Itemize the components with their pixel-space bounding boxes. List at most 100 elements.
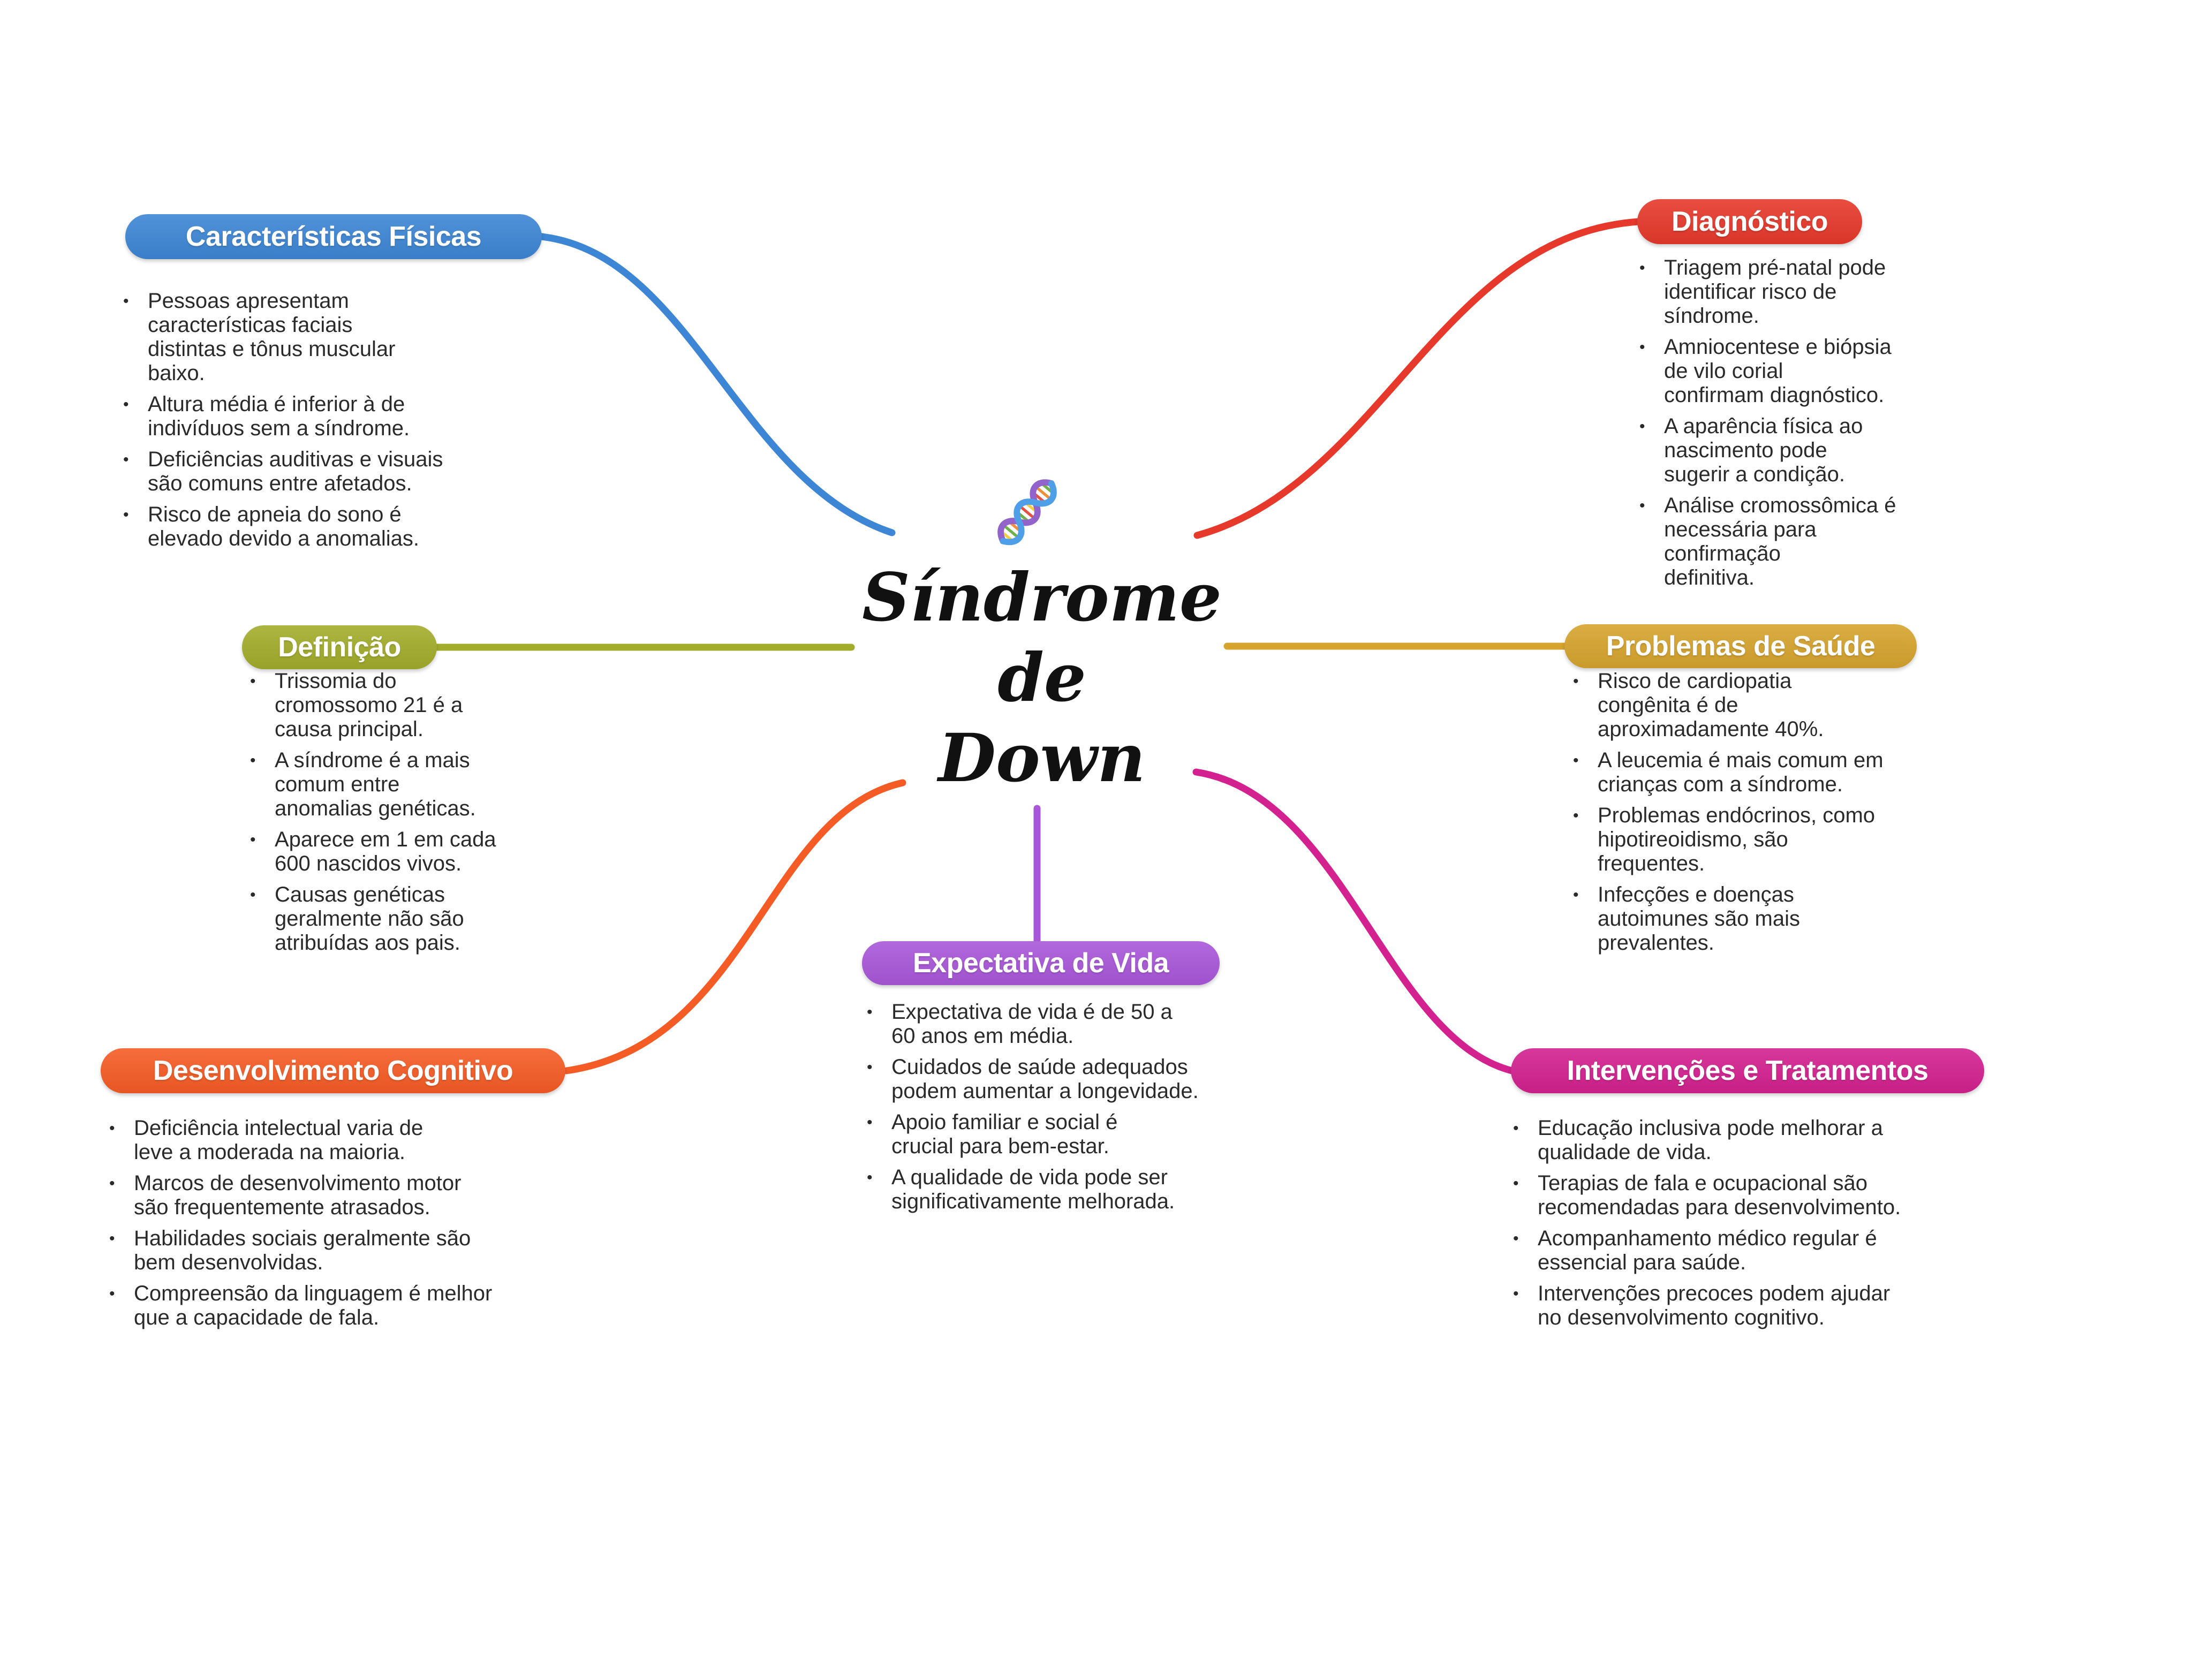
bullet-dot: • [867,1003,873,1021]
bullet-item: • A aparência física ao nascimento pode s… [1637,414,1969,487]
bullet-list: • Pessoas apresentam características faci… [121,289,528,558]
bullet-text: Infecções e doenças autoimunes são mais … [1598,883,1800,955]
bullet-item: •Infecções e doenças autoimunes são mais… [1571,883,1978,955]
branch-header-diagnostico: Diagnóstico [1637,199,1862,244]
bullet-item: • Expectativa de vida é de 50 a 60 anos e… [865,1000,1282,1048]
bullet-text: A leucemia é mais comum em crianças com … [1598,748,1884,796]
branch-header-definicao: Definição [242,625,437,669]
dna-rung [1018,504,1037,520]
branch-header-desenvolvimento-cognitivo: Desenvolvimento Cognitivo [101,1048,565,1093]
bullet-dot: • [1639,338,1645,356]
branch-header-problemas-de-saude: Problemas de Saúde [1564,624,1917,668]
bullet-list: • Expectativa de vida é de 50 a 60 anos e… [865,1000,1282,1221]
bullet-item: •Amniocentese e biópsia de vilo corial c… [1637,335,1969,407]
dna-rung [1002,524,1020,540]
dna-rung [1034,485,1053,501]
connector-caracteristicas-fisicas [538,233,896,536]
bullet-dot: • [1513,1285,1519,1303]
bullet-item: • Apoio familiar e social é crucial para … [865,1110,1282,1159]
bullet-dot: • [1639,497,1645,514]
bullet-text: Acompanhamento médico regular é essencia… [1538,1227,1877,1274]
dna-rung [1033,493,1045,503]
branch-header-expectativa-de-vida: Expectativa de Vida [862,941,1220,985]
bullet-item: • A qualidade de vida pode ser significat… [865,1166,1282,1214]
bullet-item: • Problemas endócrinos, como hipotireoidi… [1571,804,1978,876]
bullet-item: • Risco de cardiopatia congênita é de apr… [1571,669,1978,741]
bullet-dot: • [109,1230,115,1247]
bullet-dot: • [123,451,129,468]
bullet-item: • Risco de apneia do sono é elevado devid… [121,503,528,551]
bullet-dot: • [123,396,129,413]
bullet-text: Risco de cardiopatia congênita é de apro… [1598,669,1824,741]
bullet-text: Problemas endócrinos, como hipotireoidis… [1598,804,1876,875]
branch-label: Características Físicas [185,221,482,252]
bullet-text: Deficiência intelectual varia de leve a … [134,1116,424,1164]
connector-diagnostico [1193,218,1642,539]
branch-label: Expectativa de Vida [913,948,1169,979]
branch-header-intervencoes-e-tratamentos: Intervenções e Tratamentos [1511,1048,1984,1093]
connector-intervencoes-e-tratamentos [1192,768,1516,1074]
bullet-text: Causas genéticas geralmente não são atri… [275,883,464,955]
bullet-dot: • [1573,807,1579,824]
bullet-dot: • [109,1285,115,1303]
bullet-text: A aparência física ao nascimento pode su… [1664,414,1863,486]
bullet-item: • Altura média é inferior à de indivíduos… [121,392,528,441]
bullet-text: Risco de apneia do sono é elevado devido… [148,503,420,550]
dna-rung [1041,483,1053,494]
bullet-item: • Deficiência intelectual varia de leve a… [107,1116,632,1164]
bullet-dot: • [250,886,256,904]
bullet-item: • A síndrome é a mais comum entre anomali… [248,748,569,821]
bullet-item: • Habilidades sociais geralmente são bem … [107,1227,632,1275]
dna-strand-purple [997,479,1055,544]
bullet-item: • A leucemia é mais comum em crianças com… [1571,748,1978,797]
bullet-text: A qualidade de vida pode ser significati… [891,1166,1175,1213]
connector-desenvolvimento-cognitivo [563,779,906,1074]
bullet-text: Habilidades sociais geralmente são bem d… [134,1227,471,1274]
bullet-text: Apoio familiar e social é crucial para b… [891,1110,1118,1158]
bullet-list: • Deficiência intelectual varia de leve a… [107,1116,632,1337]
branch-label: Desenvolvimento Cognitivo [153,1055,513,1086]
bullet-dot: • [109,1119,115,1137]
branch-label: Intervenções e Tratamentos [1567,1055,1929,1086]
branch-label: Definição [278,632,401,663]
center-title-line: Síndrome [862,559,1222,637]
bullet-text: Pessoas apresentam características facia… [148,289,396,385]
bullet-item: •Cuidados de saúde adequados podem aumen… [865,1055,1282,1103]
bullet-dot: • [250,831,256,849]
bullet-list: •Triagem pré-natal pode identificar risc… [1637,256,1969,597]
center-title: Síndrome de Down [854,558,1229,799]
bullet-dot: • [1573,672,1579,690]
bullet-dot: • [250,752,256,769]
bullet-text: Trissomia do cromossomo 21 é a causa pri… [275,669,463,741]
bullet-dot: • [1513,1175,1519,1192]
bullet-text: Educação inclusiva pode melhorar a quali… [1538,1116,1883,1164]
bullet-list: • Risco de cardiopatia congênita é de apr… [1571,669,1978,962]
bullet-dot: • [123,292,129,310]
bullet-text: A síndrome é a mais comum entre anomalia… [275,748,476,820]
bullet-item: • Causas genéticas geralmente não são atr… [248,883,569,955]
bullet-dot: • [867,1169,873,1186]
bullet-item: • Trissomia do cromossomo 21 é a causa pr… [248,669,569,741]
bullet-dot: • [1639,418,1645,435]
bullet-dot: • [109,1175,115,1192]
bullet-text: Análise cromossômica é necessária para c… [1664,494,1896,589]
bullet-text: Compreensão da linguagem é melhor que a … [134,1282,493,1329]
bullet-dot: • [1573,752,1579,769]
bullet-list: • Educação inclusiva pode melhorar a qual… [1511,1116,2057,1337]
bullet-dot: • [123,506,129,524]
center-title-line: de [997,639,1086,717]
bullet-item: • Acompanhamento médico regular é essenci… [1511,1227,2057,1275]
bullet-item: • Análise cromossômica é necessária para … [1637,494,1969,590]
bullet-dot: • [867,1114,873,1131]
bullet-item: •Triagem pré-natal pode identificar risc… [1637,256,1969,328]
bullet-text: Altura média é inferior à de indivíduos … [148,392,410,440]
bullet-item: • Compreensão da linguagem é melhor que a… [107,1282,632,1330]
bullet-dot: • [1513,1230,1519,1247]
branch-header-caracteristicas-fisicas: Características Físicas [125,214,542,259]
bullet-dot: • [1639,259,1645,277]
bullet-text: Expectativa de vida é de 50 a 60 anos em… [891,1000,1173,1048]
center-title-line: Down [938,720,1146,797]
bullet-dot: • [250,672,256,690]
